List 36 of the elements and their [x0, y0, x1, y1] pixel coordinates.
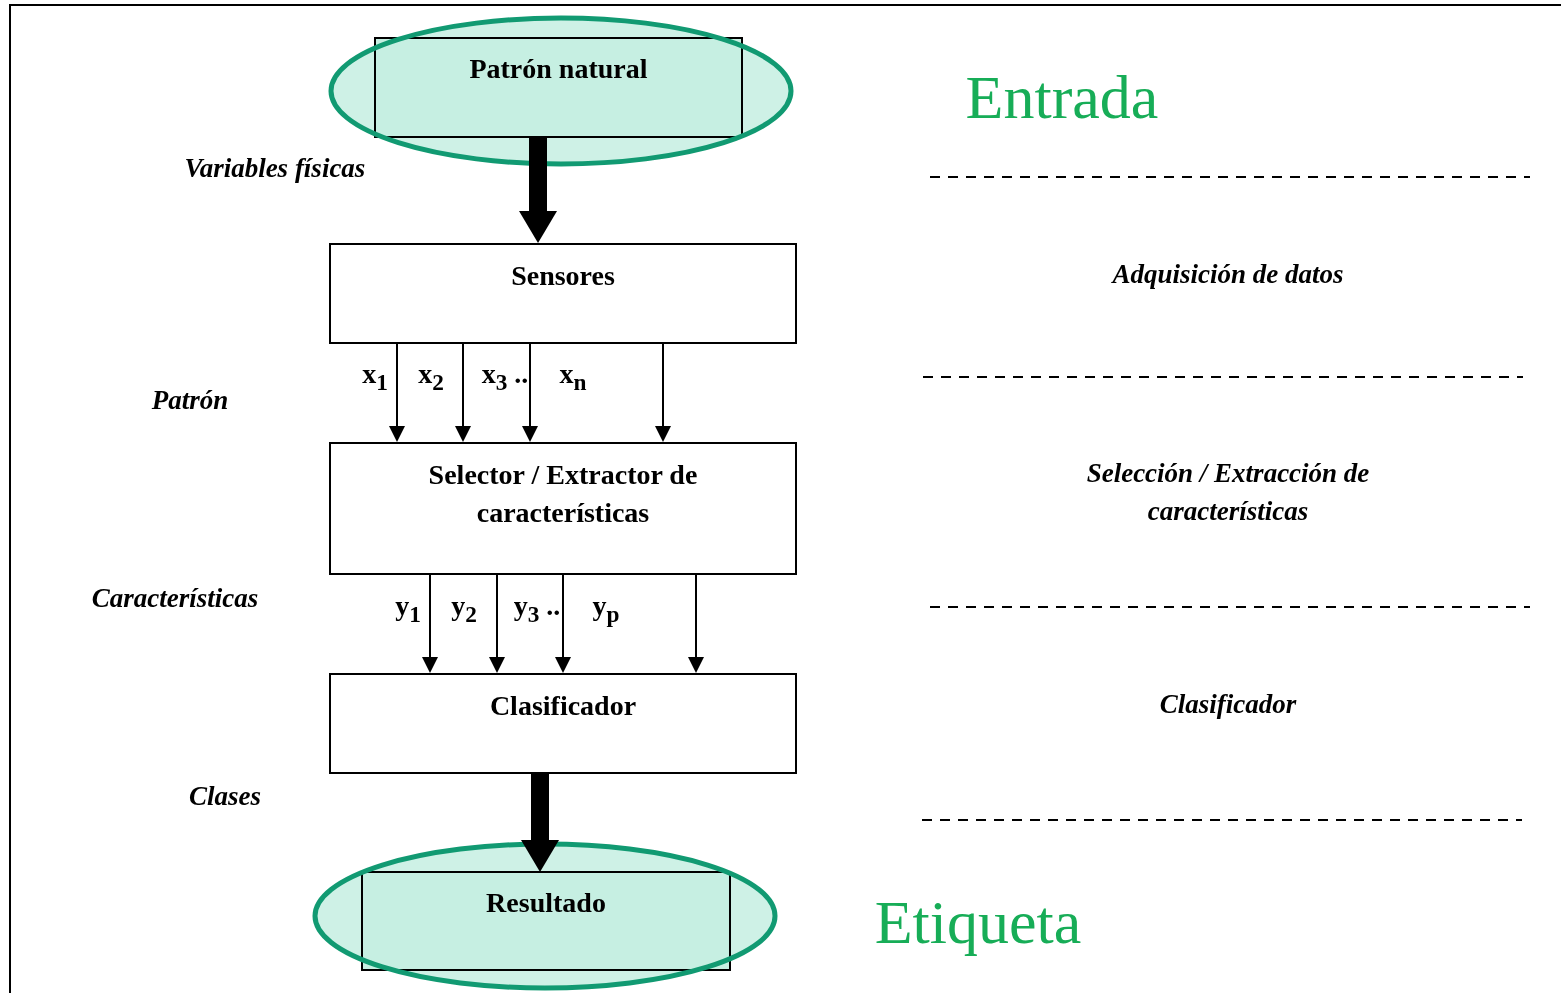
signal-label: y$_{p}$: [592, 589, 620, 629]
arrow: [655, 343, 671, 442]
box-label: Clasificador: [488, 689, 638, 723]
arrow: [422, 574, 438, 673]
arrow: [522, 343, 538, 442]
signal-label: x$_{2}$: [418, 357, 444, 397]
stage-label: Clases: [189, 780, 261, 813]
signal-label: y$_{3}$ ..: [513, 589, 561, 629]
arrow: [389, 343, 405, 442]
arrow: [455, 343, 471, 442]
stage-heading: Entrada: [965, 62, 1159, 132]
box-label: Selector / Extractor de características: [427, 458, 699, 530]
stage-label: Clasificador: [1159, 688, 1297, 721]
signal-label: y$_{1}$: [395, 589, 421, 629]
signal-label: x$_{n}$: [559, 357, 587, 397]
stage-label: Patrón: [151, 384, 229, 417]
stage-heading: Etiqueta: [874, 887, 1082, 957]
stage-label: Adquisición de datos: [1112, 258, 1344, 291]
arrow: [688, 574, 704, 673]
process-box: [329, 442, 797, 575]
signal-label: y$_{2}$: [451, 589, 477, 629]
box-label: Patrón natural: [468, 52, 649, 86]
box-label: Resultado: [485, 886, 607, 920]
stage-label: Variables físicas: [184, 152, 366, 185]
stage-label: Selección / Extracción de características: [1085, 457, 1371, 528]
signal-label: x$_{3}$ ..: [481, 357, 529, 397]
arrow: [489, 574, 505, 673]
box-label: Sensores: [510, 259, 616, 293]
arrow: [555, 574, 571, 673]
signal-label: x$_{1}$: [362, 357, 388, 397]
process-box: [329, 673, 797, 774]
process-box: [329, 243, 797, 344]
stage-label: Características: [91, 582, 259, 615]
arrow: [521, 774, 559, 872]
arrow: [519, 137, 557, 243]
highlighted-box: [311, 840, 779, 992]
